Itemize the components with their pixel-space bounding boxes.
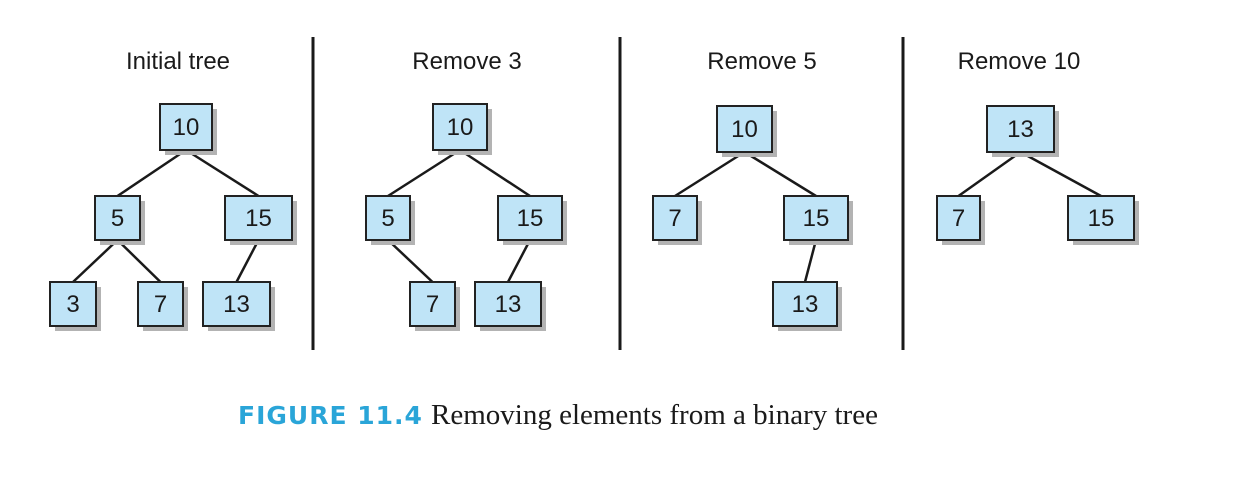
tree-node-label: 13 <box>1007 116 1034 143</box>
tree-node: 13 <box>772 281 842 331</box>
tree-node: 15 <box>1067 195 1139 245</box>
tree-node-box <box>365 195 411 241</box>
tree-node-label: 15 <box>245 205 272 232</box>
caption-figure-number: FIGURE 11.4 <box>238 401 423 430</box>
tree-edge <box>459 148 531 198</box>
tree-node: 15 <box>497 195 567 245</box>
tree-node-box <box>986 105 1055 153</box>
tree-panel-2: Remove 3 10 5 15 7 13 <box>365 48 567 331</box>
tree-node: 5 <box>365 195 415 245</box>
tree-panel-4: Remove 10 13 7 15 <box>936 48 1139 245</box>
tree-edge <box>185 148 260 198</box>
tree-node: 15 <box>224 195 297 245</box>
tree-edge <box>1019 150 1102 198</box>
tree-node-box <box>783 195 849 241</box>
tree-node-label: 10 <box>731 116 758 143</box>
tree-node-label: 5 <box>381 205 394 232</box>
tree-node: 10 <box>159 103 217 155</box>
tree-node-box <box>474 281 542 327</box>
tree-node-label: 15 <box>1088 205 1115 232</box>
tree-node-box <box>224 195 293 241</box>
tree-node-label: 7 <box>154 291 167 318</box>
tree-node-label: 5 <box>111 205 124 232</box>
tree-node-label: 15 <box>517 205 544 232</box>
tree-edge <box>674 150 746 198</box>
tree-node-box <box>409 281 456 327</box>
tree-node: 13 <box>474 281 546 331</box>
tree-node: 10 <box>432 103 492 155</box>
tree-node: 13 <box>986 105 1059 157</box>
tree-node-box <box>716 105 773 153</box>
tree-node-label: 7 <box>426 291 439 318</box>
tree-edge <box>235 239 260 283</box>
tree-node-label: 10 <box>173 114 200 141</box>
tree-node-box <box>1067 195 1135 241</box>
tree-node: 7 <box>137 281 188 331</box>
panel-title: Remove 10 <box>958 48 1081 75</box>
tree-node: 7 <box>652 195 702 245</box>
tree-edge <box>72 239 119 283</box>
tree-node-box <box>202 281 271 327</box>
tree-node-box <box>652 195 698 241</box>
tree-node-label: 15 <box>803 205 830 232</box>
tree-node: 15 <box>783 195 853 245</box>
tree-panel-3: Remove 5 10 7 15 13 <box>652 48 853 331</box>
tree-edge <box>506 239 532 283</box>
panel-title: Remove 3 <box>412 48 521 75</box>
tree-panel-1: Initial tree 10 5 15 3 7 13 <box>49 48 297 331</box>
tree-node-box <box>772 281 838 327</box>
tree-node-label: 13 <box>495 291 522 318</box>
tree-node-label: 13 <box>792 291 819 318</box>
tree-node-label: 7 <box>668 205 681 232</box>
tree-node: 3 <box>49 281 101 331</box>
tree-node-box <box>94 195 141 241</box>
panel-title: Remove 5 <box>707 48 816 75</box>
tree-node-box <box>159 103 213 151</box>
tree-node-box <box>497 195 563 241</box>
figure-caption: FIGURE 11.4 Removing elements from a bin… <box>238 399 878 431</box>
tree-node: 10 <box>716 105 777 157</box>
tree-node: 5 <box>94 195 145 245</box>
tree-node-box <box>137 281 184 327</box>
tree-node-label: 13 <box>223 291 250 318</box>
tree-edge <box>116 148 187 198</box>
tree-node-box <box>432 103 488 151</box>
tree-edge <box>387 148 461 198</box>
tree-edge <box>743 150 817 198</box>
panel-dividers <box>311 37 905 350</box>
tree-node-box <box>49 281 97 327</box>
tree-edge <box>803 239 818 283</box>
tree-node-label: 7 <box>952 205 965 232</box>
tree-node: 13 <box>202 281 275 331</box>
tree-node: 7 <box>936 195 985 245</box>
tree-node-label: 3 <box>66 291 79 318</box>
tree-edge <box>116 239 162 283</box>
tree-node-box <box>936 195 981 241</box>
caption-text: Removing elements from a binary tree <box>431 399 878 431</box>
tree-node: 7 <box>409 281 460 331</box>
tree-node-label: 10 <box>447 114 474 141</box>
tree-edge <box>957 150 1022 198</box>
tree-edge <box>387 239 434 283</box>
panel-title: Initial tree <box>126 48 230 75</box>
